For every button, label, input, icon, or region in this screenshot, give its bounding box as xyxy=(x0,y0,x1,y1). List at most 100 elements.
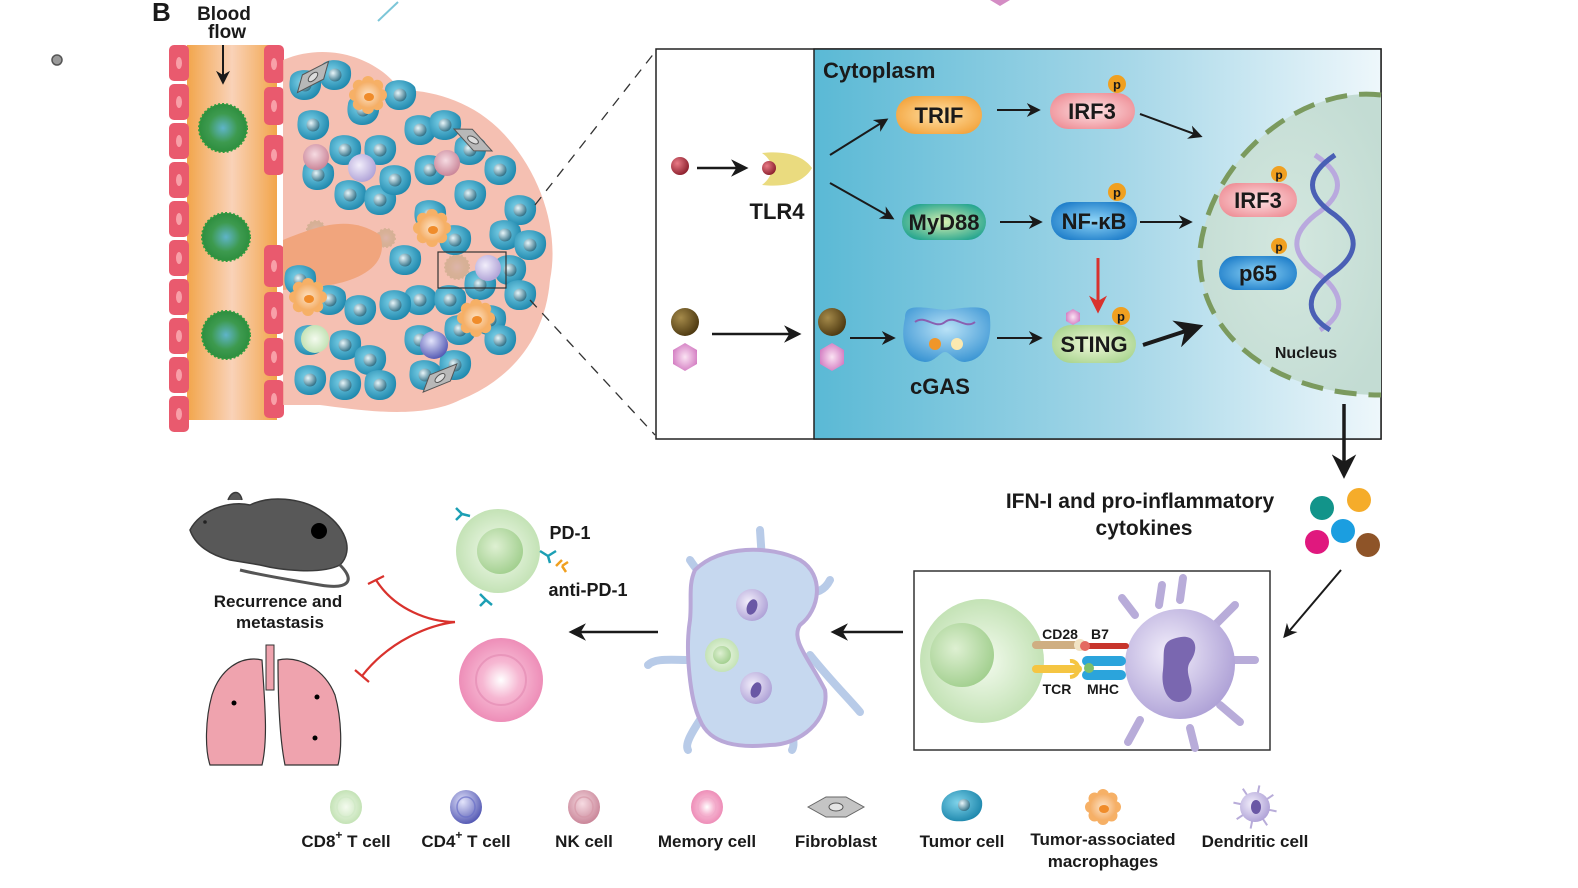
cytokine-dots xyxy=(1305,488,1380,557)
lymph-node-icon xyxy=(644,526,864,754)
partial-line-artifact xyxy=(377,1,399,22)
nuclear-p65-node: p65 p xyxy=(1219,238,1297,290)
tumor-cell xyxy=(389,245,422,276)
nk-cell-icon xyxy=(303,144,329,170)
tumor-cell xyxy=(297,110,330,141)
dendritic-cell-icon xyxy=(736,589,768,621)
legend-icon-tumor xyxy=(941,789,983,822)
zoom-guide-bottom xyxy=(529,299,656,436)
partial-hexagon-artifact xyxy=(990,0,1010,6)
phospho-badge xyxy=(1108,183,1126,201)
tumor-cell xyxy=(494,255,527,286)
cytokines-to-synapse-arrow xyxy=(1283,569,1342,639)
tumor-cell xyxy=(329,330,362,361)
svg-text:STING: STING xyxy=(1060,332,1127,357)
svg-text:Recurrence and: Recurrence and xyxy=(214,592,343,611)
macrophage-icon xyxy=(289,278,327,316)
lungs-icon xyxy=(205,644,342,766)
svg-text:IRF3: IRF3 xyxy=(1234,188,1282,213)
trif-node: TRIF xyxy=(896,96,982,134)
lps-ligand xyxy=(671,157,689,175)
legend-icon-nk xyxy=(568,790,600,824)
svg-text:NF-κB: NF-κB xyxy=(1062,209,1127,234)
zoom-guide-top xyxy=(534,51,656,206)
svg-text:MyD88: MyD88 xyxy=(909,210,980,235)
macrophage-icon xyxy=(413,209,451,247)
inhibition-arrows xyxy=(354,575,456,683)
tumor-cell xyxy=(354,345,387,376)
memory-cell-icon xyxy=(459,638,543,722)
anti-pd1-label: anti-PD-1 xyxy=(548,580,627,600)
tumor-cell xyxy=(489,220,522,251)
mhc-label: MHC xyxy=(1087,681,1119,697)
tumor-cell xyxy=(514,230,547,261)
nanoparticle xyxy=(201,212,251,262)
tlr4-receptor-icon xyxy=(762,152,812,186)
legend-icon-dc xyxy=(1233,785,1277,829)
bullet-dot xyxy=(51,54,63,66)
tumor-cell xyxy=(434,285,467,316)
svg-text:IRF3: IRF3 xyxy=(1068,99,1116,124)
svg-text:flow: flow xyxy=(208,22,246,43)
nuclear-irf3-node: IRF3 p xyxy=(1219,166,1297,217)
legend-label-cd8: CD8+ T cell xyxy=(301,828,390,851)
nucleus: Nucleus xyxy=(1197,91,1382,398)
dendritic-cell-icon xyxy=(475,255,501,281)
tumor-cell xyxy=(454,180,487,211)
tlr4-label: TLR4 xyxy=(750,199,806,224)
myd88-node: MyD88 xyxy=(902,204,986,240)
svg-text:TRIF: TRIF xyxy=(915,103,964,128)
tumor-cell xyxy=(364,135,397,166)
nucleus-label: Nucleus xyxy=(1275,345,1337,362)
nanoparticle xyxy=(198,103,248,153)
legend-icon-memory xyxy=(691,790,723,824)
svg-text:p65: p65 xyxy=(1239,261,1277,286)
anti-pd1-antibody-icon xyxy=(555,559,569,573)
cd8-t-cell-icon xyxy=(301,325,329,353)
signaling-panel: Cytoplasm Nucleus TLR4 TRIF IRF3 xyxy=(655,48,1382,440)
legend-icon-cd8 xyxy=(330,790,362,824)
cytokine-dot xyxy=(1356,533,1380,557)
blood-flow-label: Blood flow xyxy=(197,4,251,43)
endothelial-cells-left xyxy=(169,45,189,432)
endothelial-cells-right xyxy=(264,45,284,418)
svg-text:p: p xyxy=(1113,185,1121,200)
dendritic-cell-icon xyxy=(348,154,376,182)
tumor-cell xyxy=(429,110,462,141)
fibroblast-icon xyxy=(452,128,494,152)
tumor-cell xyxy=(379,290,412,321)
svg-text:IFN-I and pro-inflammatory: IFN-I and pro-inflammatory xyxy=(1006,490,1275,513)
blood-vessel xyxy=(169,45,470,432)
tumor-cell xyxy=(504,195,537,226)
tumor-cell xyxy=(404,115,437,146)
macrophage-icon xyxy=(457,299,495,337)
tumor-cell xyxy=(404,285,437,316)
nk-cell-icon xyxy=(434,150,460,176)
dendritic-cell-icon xyxy=(740,672,772,704)
cgas-label: cGAS xyxy=(910,374,970,399)
dna-particle xyxy=(671,308,699,336)
irf3-node: IRF3 p xyxy=(1050,75,1135,129)
legend-icon-tam xyxy=(1085,789,1121,825)
legend-label-tam: Tumor-associated xyxy=(1030,830,1175,849)
zoom-region-box xyxy=(437,251,507,289)
legend-icon-fibroblast xyxy=(806,796,866,818)
tumor-cell xyxy=(384,80,417,111)
phospho-badge xyxy=(1108,75,1126,93)
tumor-tissue xyxy=(283,51,553,412)
cgas-enzyme-icon xyxy=(903,307,991,362)
tumor-cell xyxy=(364,370,397,401)
legend-label-tumor: Tumor cell xyxy=(920,832,1005,851)
tumor-cell xyxy=(329,370,362,401)
svg-text:cytokines: cytokines xyxy=(1096,517,1193,540)
immune-synapse-panel: CD28 B7 TCR MHC xyxy=(913,570,1271,752)
cytokine-dot xyxy=(1310,496,1334,520)
legend-label-cd4: CD4+ T cell xyxy=(421,828,510,851)
phospho-badge xyxy=(1112,307,1130,325)
cytokine-dot xyxy=(1305,530,1329,554)
tumor-cell xyxy=(344,295,377,326)
infiltrating-immune-cells xyxy=(289,60,501,394)
phospho-badge xyxy=(1271,238,1287,254)
